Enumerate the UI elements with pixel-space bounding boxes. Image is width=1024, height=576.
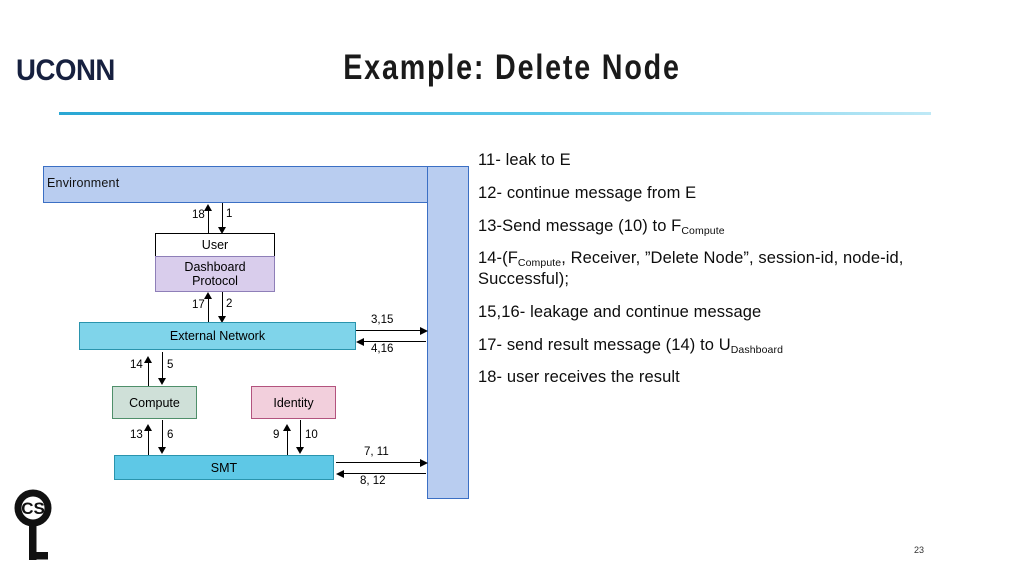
arrow-head-7-11 <box>420 458 428 467</box>
box-dashboard-protocol-label: Dashboard Protocol <box>184 260 245 288</box>
arrow-head-10 <box>296 447 305 454</box>
step-text-post: , Receiver, ”Delete Node”, session-id, n… <box>478 249 904 289</box>
list-item: 18- user receives the result <box>478 368 680 387</box>
arrow-line-2 <box>222 292 224 318</box>
svg-text:CS: CS <box>21 499 45 518</box>
list-item: 11- leak to E <box>478 151 571 169</box>
arrow-label-17: 17 <box>192 299 205 311</box>
arrow-line-6 <box>162 420 164 449</box>
arrow-line-5 <box>162 352 164 380</box>
arrow-label-2: 2 <box>226 298 233 310</box>
arrow-head-18 <box>204 204 213 211</box>
page-title: Example: Delete Node <box>343 48 681 87</box>
arrow-head-9 <box>283 424 292 431</box>
title-divider <box>59 112 931 115</box>
arrow-label-7-11: 7, 11 <box>364 446 389 458</box>
dashboard-line-2: Protocol <box>192 274 238 288</box>
arrow-line-10 <box>300 420 302 449</box>
box-identity: Identity <box>251 386 336 419</box>
box-external-network: External Network <box>79 322 356 350</box>
arrow-head-1 <box>218 227 227 234</box>
step-subscript: Dashboard <box>730 343 784 356</box>
list-item: 14-(FCompute, Receiver, ”Delete Node”, s… <box>478 248 978 290</box>
arrow-label-14: 14 <box>130 359 143 371</box>
arrow-label-8-12: 8, 12 <box>360 475 386 487</box>
arrow-label-9: 9 <box>273 429 280 441</box>
list-item: 13-Send message (10) to FCompute <box>478 216 978 237</box>
arrow-head-14 <box>144 356 153 363</box>
environment-right-bar <box>427 166 469 499</box>
step-subscript: Compute <box>517 257 562 270</box>
step-text-pre: 13-Send message (10) to F <box>478 216 682 235</box>
arrow-label-1: 1 <box>226 208 233 220</box>
environment-top-bar <box>43 166 469 203</box>
architecture-diagram: Environment 18 1 User Dashboard Protocol… <box>0 0 500 540</box>
arrow-head-3-15 <box>420 326 428 335</box>
arrow-head-2 <box>218 316 227 323</box>
step-text-pre: 14-(F <box>478 249 518 268</box>
box-dashboard-protocol: Dashboard Protocol <box>155 256 275 292</box>
arrow-label-10: 10 <box>305 429 318 441</box>
arrow-head-8-12 <box>336 469 344 478</box>
step-text-pre: 17- send result message (14) to U <box>478 335 731 354</box>
page-number: 23 <box>914 545 925 555</box>
arrow-line-7-11 <box>336 462 422 464</box>
box-compute: Compute <box>112 386 197 419</box>
step-subscript: Compute <box>681 224 725 237</box>
arrow-line-3-15 <box>356 330 422 332</box>
environment-label: Environment <box>47 176 120 190</box>
dashboard-line-1: Dashboard <box>184 260 246 274</box>
box-smt: SMT <box>114 455 334 480</box>
list-item: 12- continue message from E <box>478 183 697 202</box>
list-item: 17- send result message (14) to UDashboa… <box>478 335 978 356</box>
steps-list: 11- leak to E 12- continue message from … <box>478 150 978 400</box>
arrow-head-4-16 <box>356 337 364 346</box>
cs-key-logo-icon: CS <box>12 487 68 567</box>
arrow-label-13: 13 <box>130 429 143 441</box>
box-user: User <box>155 233 275 257</box>
arrow-line-8-12 <box>342 473 426 475</box>
arrow-head-5 <box>158 378 167 385</box>
list-item: 15,16- leakage and continue message <box>478 302 762 321</box>
arrow-line-9 <box>287 430 289 456</box>
arrow-label-6: 6 <box>167 429 174 441</box>
arrow-line-14 <box>148 362 150 388</box>
arrow-line-18 <box>208 210 210 236</box>
arrow-line-17 <box>208 298 210 324</box>
arrow-label-3-15: 3,15 <box>371 314 394 326</box>
arrow-label-18: 18 <box>192 209 205 221</box>
arrow-line-4-16 <box>362 341 426 343</box>
arrow-head-13 <box>144 424 153 431</box>
arrow-label-5: 5 <box>167 359 174 371</box>
uconn-logo: UCONN <box>16 54 115 87</box>
arrow-label-4-16: 4,16 <box>371 343 394 355</box>
arrow-line-1 <box>222 203 224 229</box>
arrow-line-13 <box>148 430 150 456</box>
arrow-head-6 <box>158 447 167 454</box>
arrow-head-17 <box>204 292 213 299</box>
